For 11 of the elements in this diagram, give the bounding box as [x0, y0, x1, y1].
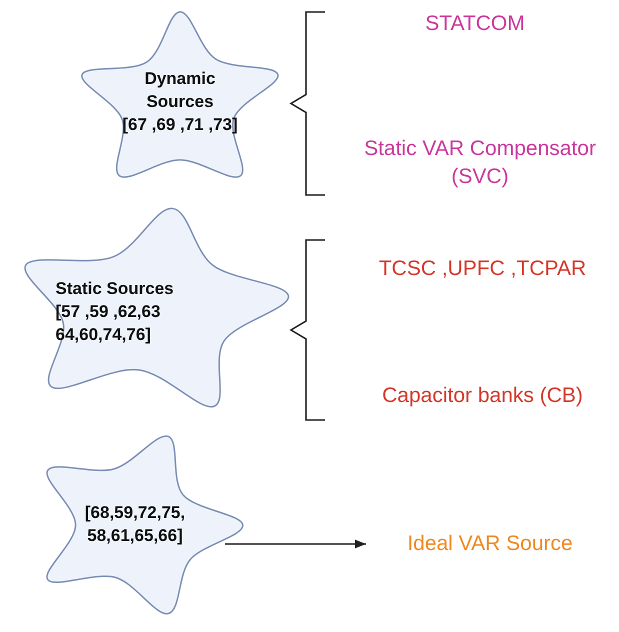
- node-heading: Dynamic Sources: [144, 68, 216, 114]
- node-heading: Static Sources: [56, 278, 175, 300]
- node-label: Ideal VAR Source: [407, 530, 573, 557]
- device-label: Capacitor banks (CB): [381, 383, 584, 409]
- number-list: [57 ,59 ,62,63 64,60,74,76]: [56, 301, 246, 347]
- number-list: [67 ,69 ,71 ,73]: [122, 114, 238, 137]
- device-label: TCSC ,UPFC ,TCPAR: [378, 256, 588, 282]
- number-list: [68,59,72,75, 58,61,65,66]: [55, 502, 215, 548]
- arrow: [225, 540, 366, 548]
- device-label: STATCOM: [424, 11, 526, 37]
- device-label: Static VAR Compensator (SVC): [363, 136, 597, 190]
